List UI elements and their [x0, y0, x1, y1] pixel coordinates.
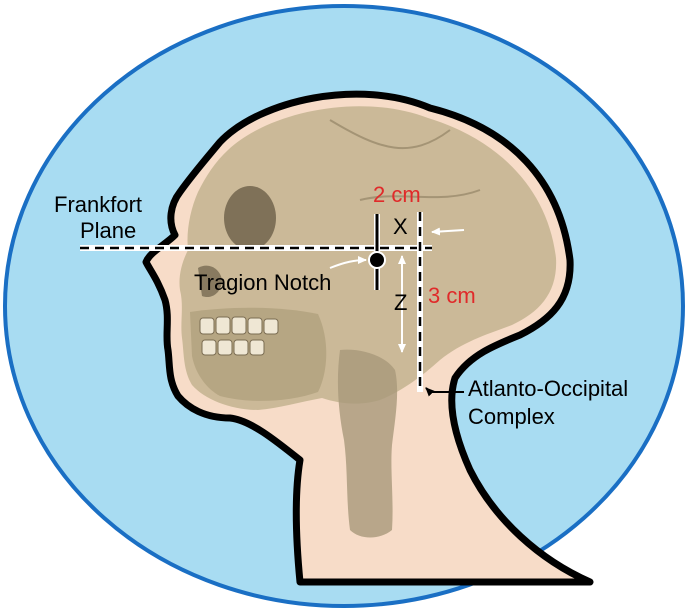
z-axis-label: Z	[394, 290, 407, 315]
atlanto-label-line2: Complex	[468, 404, 555, 429]
frankfort-label-line1: Frankfort	[54, 192, 142, 217]
z-distance-label: 3 cm	[428, 283, 476, 308]
frankfort-label-line2: Plane	[80, 218, 136, 243]
tragion-label: Tragion Notch	[194, 270, 331, 295]
x-axis-label: X	[393, 214, 408, 239]
x-distance-label: 2 cm	[373, 182, 421, 207]
atlanto-label-line1: Atlanto-Occipital	[468, 376, 628, 401]
orbit-shape	[224, 186, 276, 250]
tragion-marker-icon	[369, 252, 385, 268]
